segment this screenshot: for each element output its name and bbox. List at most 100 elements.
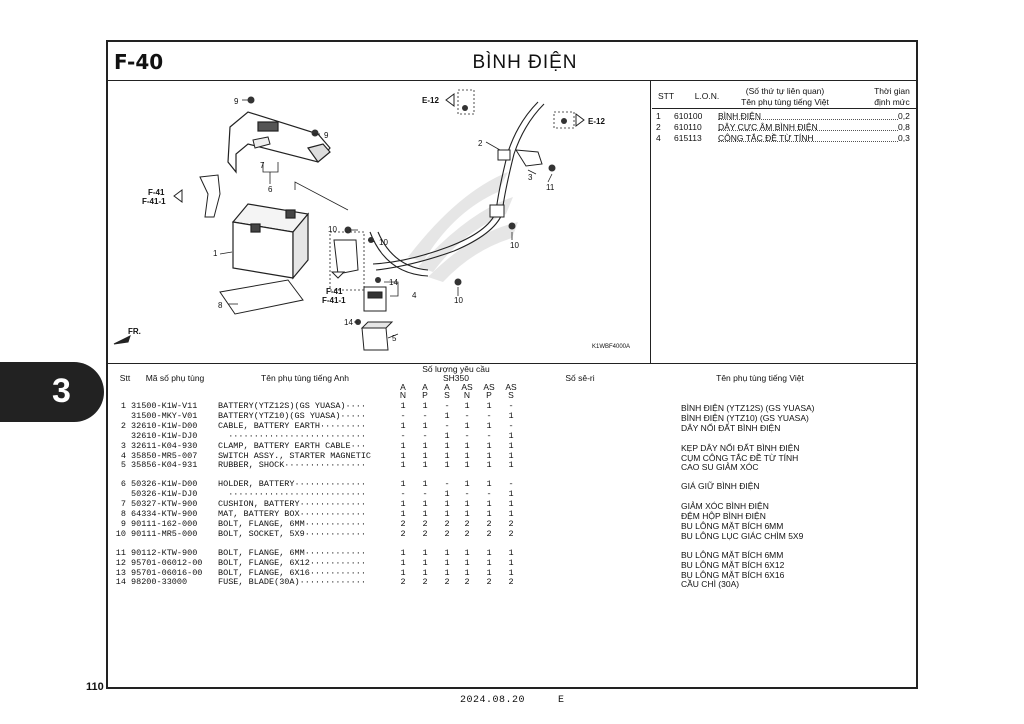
part-qty: 1	[444, 460, 450, 471]
part-name-vn: CỤM CÔNG TẮC ĐỀ TỪ TÍNH	[681, 452, 799, 463]
part-qty: 2	[400, 577, 406, 588]
part-qty: -	[422, 430, 428, 441]
battery-mat	[219, 279, 304, 315]
part-qty: 2	[508, 577, 514, 588]
part-qty: 2	[444, 577, 450, 588]
part-qty: 1	[422, 440, 428, 451]
variant-header-bot: P	[422, 390, 428, 400]
part-code: 31500-K1W-V11	[131, 401, 198, 411]
part-qty: 1	[400, 440, 406, 451]
part-qty: 2	[422, 528, 428, 539]
page-frame	[106, 40, 918, 689]
section-code: F-40	[114, 50, 164, 74]
part-qty: 1	[486, 499, 492, 510]
variant-header-top: AS	[505, 382, 517, 392]
part-qty: 1	[464, 547, 470, 558]
part-name-en: CUSHION, BATTERY·············	[218, 499, 366, 510]
part-name-en: CABLE, BATTERY EARTH·········	[218, 420, 366, 431]
part-qty: 1	[444, 450, 450, 461]
variant-header-bot: N	[399, 390, 407, 400]
part-code: 50327-KTW-900	[131, 499, 198, 510]
part-name-en: BATTERY(YTZ10)(GS YUASA)·····	[218, 410, 366, 421]
part-stt: 5	[120, 460, 126, 471]
part-stt: 13	[115, 567, 126, 578]
part-stt: 6	[120, 479, 126, 490]
part-qty: 1	[508, 567, 514, 578]
callout-10-right: 10	[379, 238, 388, 247]
section-tab-number: 3	[52, 372, 71, 410]
part-qty: 2	[464, 518, 470, 529]
section-tab	[0, 362, 104, 422]
part-name-vn: DÂY NỐI ĐẤT BÌNH ĐIỆN	[681, 422, 781, 433]
part-qty: 1	[486, 450, 492, 461]
edition-mark: E	[558, 695, 565, 706]
callout-6: 6	[268, 185, 273, 194]
part-code: 35850-MR5-007	[131, 450, 198, 461]
part-qty: -	[422, 489, 428, 500]
part-qty: 1	[444, 567, 450, 578]
front-marker: FR.	[128, 327, 141, 336]
ref-col-stt: STT	[657, 91, 675, 101]
part-name-vn: BÌNH ĐIỆN (YTZ12S) (GS YUASA)	[681, 403, 815, 413]
parts-col-en: Tên phụ tùng tiếng Anh	[261, 373, 349, 383]
part-name-en: BOLT, FLANGE, 6MM············	[218, 547, 366, 558]
header-divider	[108, 80, 916, 81]
ref-f41-top: F-41	[148, 188, 165, 197]
parts-col-model: SH350	[443, 373, 469, 383]
part-qty: 1	[400, 567, 406, 578]
wing-watermark	[408, 172, 518, 282]
part-qty: 1	[444, 557, 450, 568]
ref-time: 0,3	[898, 133, 910, 143]
part-qty: -	[464, 489, 470, 500]
part-qty: 1	[508, 460, 514, 471]
ref-col-name-2: Tên phụ tùng tiếng Việt	[741, 97, 829, 107]
cable-clamp	[489, 204, 505, 218]
part-stt: 3	[120, 440, 126, 451]
callout-13: 11	[546, 183, 555, 192]
part-qty: 2	[422, 518, 428, 529]
part-name-en: BOLT, FLANGE, 6MM············	[218, 518, 366, 529]
callout-4: 4	[412, 291, 417, 300]
cushion-shape	[252, 136, 271, 149]
callout-10-left: 10	[328, 225, 337, 234]
callout-5: 5	[392, 334, 397, 343]
holder-clip	[199, 174, 221, 218]
ref-name: DÂY CỰC ÂM BÌNH ĐIỆN	[718, 122, 818, 132]
part-qty: 1	[444, 547, 450, 558]
part-qty: -	[444, 420, 450, 431]
ref-col-name-1: (Số thứ tự liên quan)	[745, 86, 825, 96]
part-code: 50326-K1W-DJ0	[131, 489, 198, 500]
part-qty: 1	[508, 450, 514, 461]
part-code: 32610-K1W-DJ0	[131, 430, 198, 441]
part-name-en: BOLT, SOCKET, 5X9············	[218, 528, 366, 539]
part-qty: -	[400, 410, 406, 421]
part-qty: 1	[444, 440, 450, 451]
part-qty: 1	[422, 401, 428, 411]
part-qty: 1	[422, 557, 428, 568]
part-qty: -	[464, 410, 470, 421]
part-qty: 1	[508, 440, 514, 451]
table-divider	[108, 363, 916, 364]
part-qty: -	[444, 401, 450, 411]
part-stt: 10	[115, 528, 126, 539]
part-stt: 2	[120, 420, 126, 431]
part-qty: -	[508, 401, 514, 411]
part-qty: 2	[464, 528, 470, 539]
callout-14-bottom: 14	[344, 318, 353, 327]
ref-col-lon: L.O.N.	[694, 91, 720, 101]
variant-header-bot: S	[508, 390, 514, 400]
ref-stt: 1	[656, 111, 661, 121]
part-qty: 1	[400, 547, 406, 558]
part-code: 32610-K1W-D00	[131, 420, 198, 431]
part-code: 98200-33000	[131, 577, 188, 588]
part-qty: 1	[422, 450, 428, 461]
part-name-en: RUBBER, SHOCK················	[218, 460, 366, 471]
parts-row: 32610-K1W-DJ0 ··························…	[112, 431, 692, 441]
part-qty: 1	[508, 557, 514, 568]
callout-2: 2	[478, 139, 483, 148]
part-code: 95701-06016-00	[131, 567, 203, 578]
